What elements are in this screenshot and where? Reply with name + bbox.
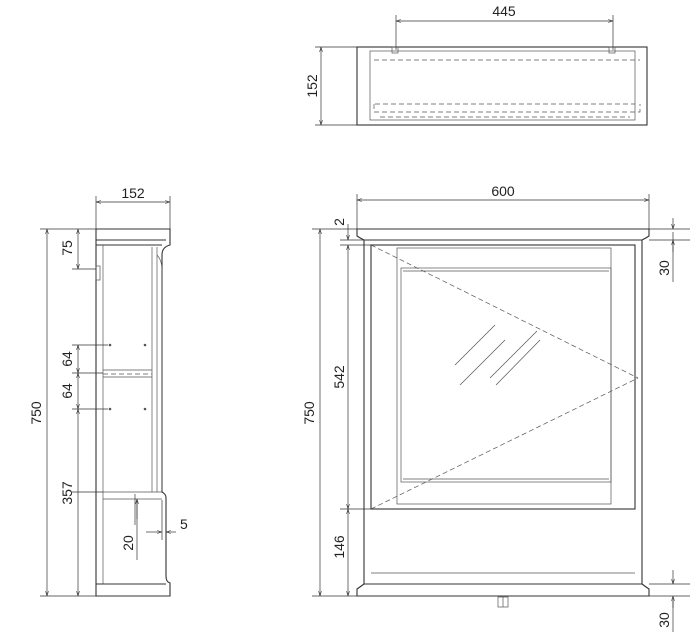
side-bottom-label: 357 [59, 481, 75, 505]
front-width-label: 600 [491, 183, 515, 199]
side-offset-label: 5 [180, 516, 188, 532]
front-cornice-label: 30 [656, 260, 672, 276]
side-top-label: 75 [59, 240, 75, 256]
front-plinth-label: 30 [656, 612, 672, 628]
front-base-label: 146 [331, 535, 347, 559]
side-width-label: 152 [121, 185, 145, 201]
side-shelf-upper-label: 64 [59, 351, 75, 367]
top-width-label: 445 [492, 3, 516, 19]
side-view: 152 750 75 64 64 357 20 5 [28, 185, 188, 597]
side-shelf-lower-label: 64 [59, 383, 75, 399]
side-foot-label: 20 [120, 535, 136, 551]
front-mirror-label: 542 [331, 365, 347, 389]
front-view: 600 750 2 542 146 30 30 [301, 183, 690, 632]
front-gap-label: 2 [331, 218, 347, 226]
top-view: 445 152 [304, 3, 648, 126]
top-depth-label: 152 [304, 74, 320, 98]
front-height-label: 750 [301, 401, 317, 425]
side-height-label: 750 [28, 401, 44, 425]
